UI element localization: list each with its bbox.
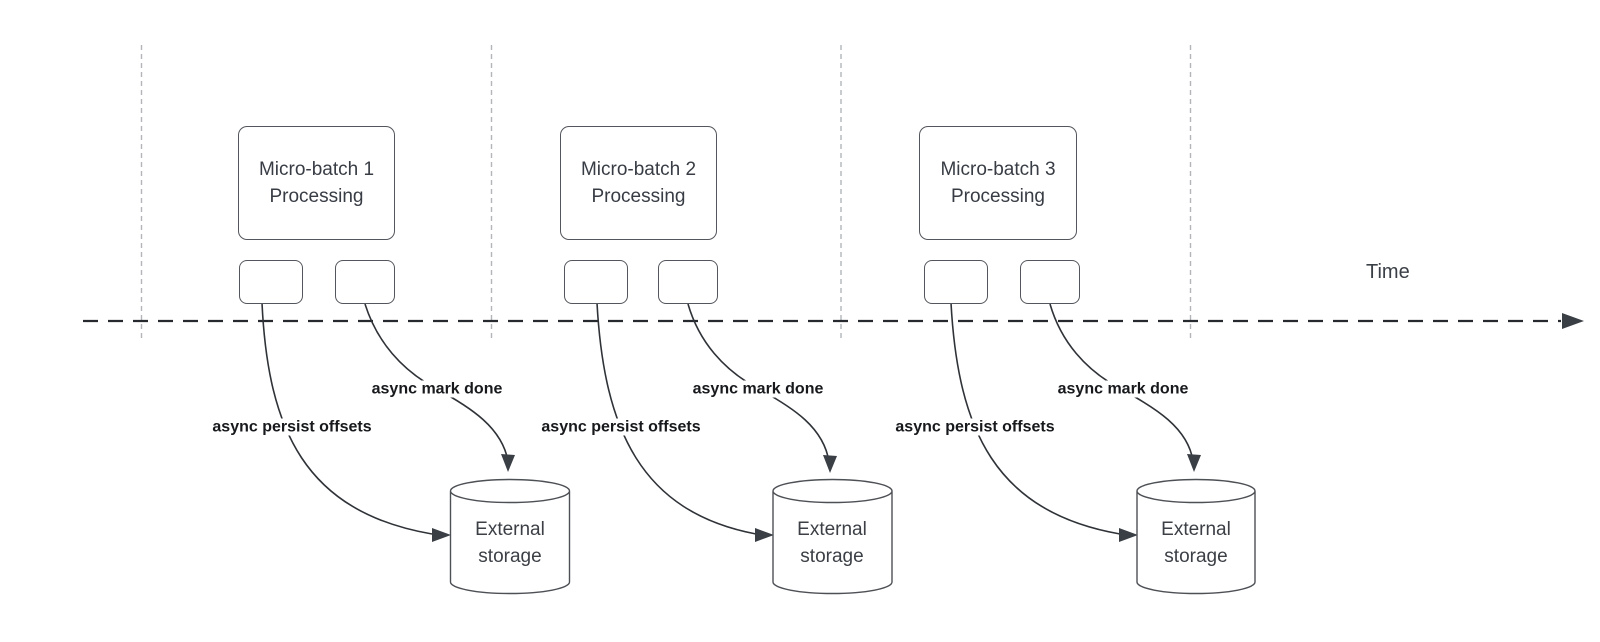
external-storage-cylinder [772, 490, 893, 595]
persist-task-box [239, 260, 303, 304]
external-storage-label: External storage [797, 519, 867, 567]
micro-batch-3-box: Micro-batch 3 Processing [919, 126, 1077, 240]
external-storage-cylinder-top [772, 478, 893, 492]
mark-done-label: async mark done [689, 380, 827, 398]
time-label: Time [1366, 261, 1410, 283]
persist-offsets-label: async persist offsets [538, 418, 704, 436]
persist-offsets-label: async persist offsets [209, 418, 375, 436]
external-storage-label: External storage [1161, 519, 1231, 567]
mark-done-label: async mark done [1054, 380, 1192, 398]
persist-task-box [924, 260, 988, 304]
mark-done-label: async mark done [368, 380, 506, 398]
time-axis-arrowhead-icon [1562, 313, 1584, 329]
done-arrowhead-icon [1187, 454, 1201, 472]
external-storage-cylinder-top [449, 478, 571, 492]
external-storage-cylinder [1136, 490, 1256, 595]
external-storage-cylinder [449, 490, 571, 595]
persist-offsets-arrow [596, 302, 757, 535]
persist-arrowhead-icon [755, 528, 774, 542]
persist-offsets-arrow [950, 302, 1121, 535]
persist-arrowhead-icon [1119, 528, 1138, 542]
micro-batch-1-box: Micro-batch 1 Processing [238, 126, 395, 240]
done-task-box [1020, 260, 1080, 304]
done-task-box [658, 260, 718, 304]
external-storage-label: External storage [475, 519, 545, 567]
persist-offsets-arrow [261, 302, 433, 535]
external-storage-cylinder-top [1136, 478, 1256, 492]
done-task-box [335, 260, 395, 304]
persist-task-box [564, 260, 628, 304]
done-arrowhead-icon [501, 454, 515, 472]
persist-offsets-label: async persist offsets [892, 418, 1058, 436]
done-arrowhead-icon [823, 455, 837, 473]
micro-batch-2-box: Micro-batch 2 Processing [560, 126, 717, 240]
persist-arrowhead-icon [432, 528, 451, 542]
